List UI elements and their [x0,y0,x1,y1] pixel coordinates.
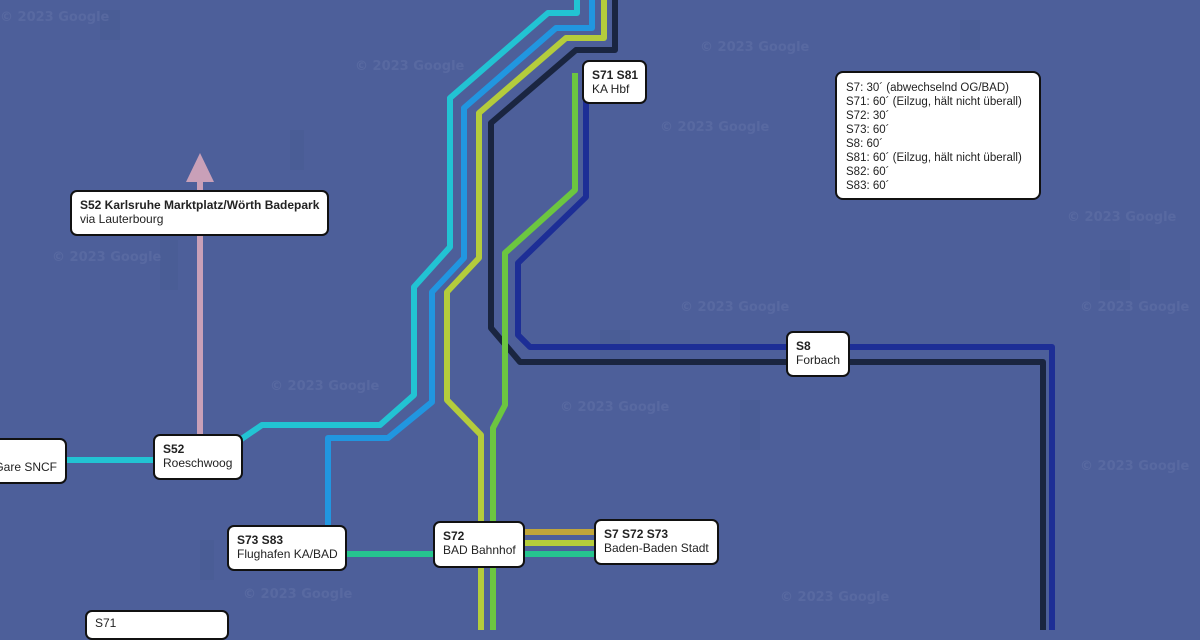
station-name: Forbach [796,353,841,367]
watermark: © 2023 Google [780,590,890,605]
station-s52-destination[interactable]: S52 Karlsruhe Marktplatz/Wörth Badepark … [70,190,329,236]
station-baden-baden-stadt[interactable]: S7 S72 S73 Baden-Baden Stadt [594,519,719,565]
watermark: © 2023 Google [700,40,810,55]
legend-entry-s82: S82: 60´ [846,166,890,178]
arrow-up-icon [186,153,214,182]
legend-entry-s83: S83: 60´ [846,180,890,192]
station-bottom-partial[interactable]: S71 [85,610,229,640]
cyan-line-route [238,0,580,443]
watermark: © 2023 Google [680,300,790,315]
watermark: © 2023 Google [1067,210,1177,225]
watermark: © 2023 Google [270,379,380,394]
s73-line [325,0,595,530]
station-name: Flughafen KA/BAD [237,547,338,561]
watermark: © 2023 Google [355,59,465,74]
station-lines: S71 [95,616,117,630]
s72-line [444,0,607,630]
station-flughafen[interactable]: S73 S83 Flughafen KA/BAD [227,525,347,571]
station-bad-bahnhof[interactable]: S72 BAD Bahnhof [433,521,525,568]
legend-entry-s72: S72: 30´ [846,110,890,122]
station-lines: S73 S83 [237,533,284,547]
station-ka-hbf[interactable]: S71 S81 KA Hbf [582,60,647,104]
watermark: © 2023 Google [660,120,770,135]
watermark: © 2023 Google [1080,459,1190,474]
s71-line [490,73,578,630]
station-forbach[interactable]: S8 Forbach [786,331,850,377]
watermark: © 2023 Google [1080,300,1190,315]
watermark: © 2023 Google [52,250,162,265]
legend-entry-s73: S73: 60´ [846,124,890,136]
legend-entry-s81: S81: 60´ (Eilzug, hält nicht überall) [846,152,1022,164]
station-lines: S52 Karlsruhe Marktplatz/Wörth Badepark [80,198,320,212]
station-gare-sncf[interactable]: Gare SNCF [0,438,67,484]
s81-line [488,0,1046,630]
legend-entry-s7: S7: 30´ (abwechselnd OG/BAD) [846,82,1009,94]
frequency-legend: S7: 30´ (abwechselnd OG/BAD) S71: 60´ (E… [835,71,1041,200]
station-name: via Lauterbourg [80,212,164,226]
station-lines: S8 [796,339,811,353]
station-name: Baden-Baden Stadt [604,541,709,555]
station-lines: S71 S81 [592,68,639,82]
legend-entry-s8: S8: 60´ [846,138,884,150]
watermark: © 2023 Google [0,10,110,25]
station-roeschwoog[interactable]: S52 Roeschwoog [153,434,243,480]
station-lines: S72 [443,529,465,543]
watermark: © 2023 Google [560,400,670,415]
watermark: © 2023 Google [243,587,353,602]
s8-line [515,100,1055,630]
station-lines: S7 S72 S73 [604,527,669,541]
station-lines: S52 [163,442,185,456]
station-name: Gare SNCF [0,460,57,474]
station-name: Roeschwoog [163,456,233,470]
legend-entry-s71: S71: 60´ (Eilzug, hält nicht überall) [846,96,1022,108]
station-name: BAD Bahnhof [443,543,516,557]
station-name: KA Hbf [592,82,630,96]
